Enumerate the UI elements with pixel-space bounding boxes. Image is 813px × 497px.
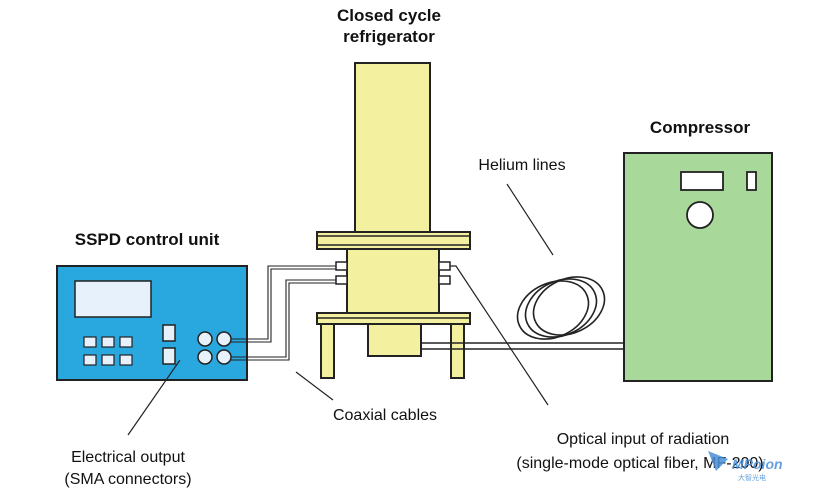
helium-lines [421, 183, 624, 350]
helium-label: Helium lines [478, 157, 565, 174]
compressor [623, 152, 773, 382]
optical-fiber-line [450, 265, 549, 406]
electrical-output-label-line1: Electrical output [71, 449, 185, 466]
watermark-subtitle: 大智光电 [738, 473, 766, 482]
sma-connector-2 [216, 331, 232, 347]
watermark-logo-icon [708, 451, 728, 471]
refrigerator-cold-head [354, 62, 431, 234]
sma-connector-1 [197, 331, 213, 347]
electrical-output-label-line2: (SMA connectors) [64, 471, 191, 488]
refrigerator-right-connector-bottom [438, 275, 451, 285]
refrigerator-left-leg [320, 323, 335, 379]
coaxial-leader-line [295, 371, 334, 401]
refrigerator-label-line1: Closed cycle [337, 6, 441, 25]
refrigerator [316, 62, 471, 379]
control-unit-keypad [83, 336, 133, 366]
sspd-control-unit [56, 265, 248, 381]
helium-leader-line [506, 183, 554, 256]
coaxial-cable-1 [231, 265, 336, 340]
refrigerator-right-leg [450, 323, 465, 379]
electrical-leader-line [127, 359, 181, 436]
leader-lines [127, 359, 334, 436]
refrigerator-body [346, 248, 440, 315]
sma-connector-3 [197, 349, 213, 365]
refrigerator-left-connector-bottom [335, 275, 348, 285]
compressor-body [623, 152, 773, 382]
helium-coil-3 [532, 276, 606, 336]
compressor-label: Compressor [650, 118, 751, 137]
watermark: MPoion 大智光电 [708, 451, 783, 482]
compressor-display [680, 171, 724, 191]
sma-connector-4 [216, 349, 232, 365]
helium-coil-2 [524, 278, 598, 338]
control-unit-screen [74, 280, 152, 318]
control-unit-switch-top [162, 324, 176, 342]
coaxial-cable-2 [231, 279, 336, 358]
watermark-brand: MPoion [732, 456, 783, 472]
sspd-label: SSPD control unit [75, 230, 220, 249]
optical-input-label-line1: Optical input of radiation [557, 431, 730, 448]
control-unit-switch-bottom [162, 347, 176, 365]
optical-input-label-line2: (single-mode optical fiber, MF-200) [516, 455, 763, 472]
compressor-knob [686, 201, 714, 229]
optical-fiber [450, 265, 549, 406]
compressor-switch [746, 171, 757, 191]
refrigerator-label-line2: refrigerator [343, 27, 435, 46]
refrigerator-left-connector-top [335, 261, 348, 271]
refrigerator-right-connector-top [438, 261, 451, 271]
coaxial-cable-1b [231, 268, 336, 343]
coaxial-cable-2b [231, 282, 336, 361]
refrigerator-top-flange [316, 231, 471, 250]
coaxial-label: Coaxial cables [333, 407, 437, 424]
refrigerator-lower-stage [367, 323, 422, 357]
coaxial-cables [231, 265, 336, 361]
